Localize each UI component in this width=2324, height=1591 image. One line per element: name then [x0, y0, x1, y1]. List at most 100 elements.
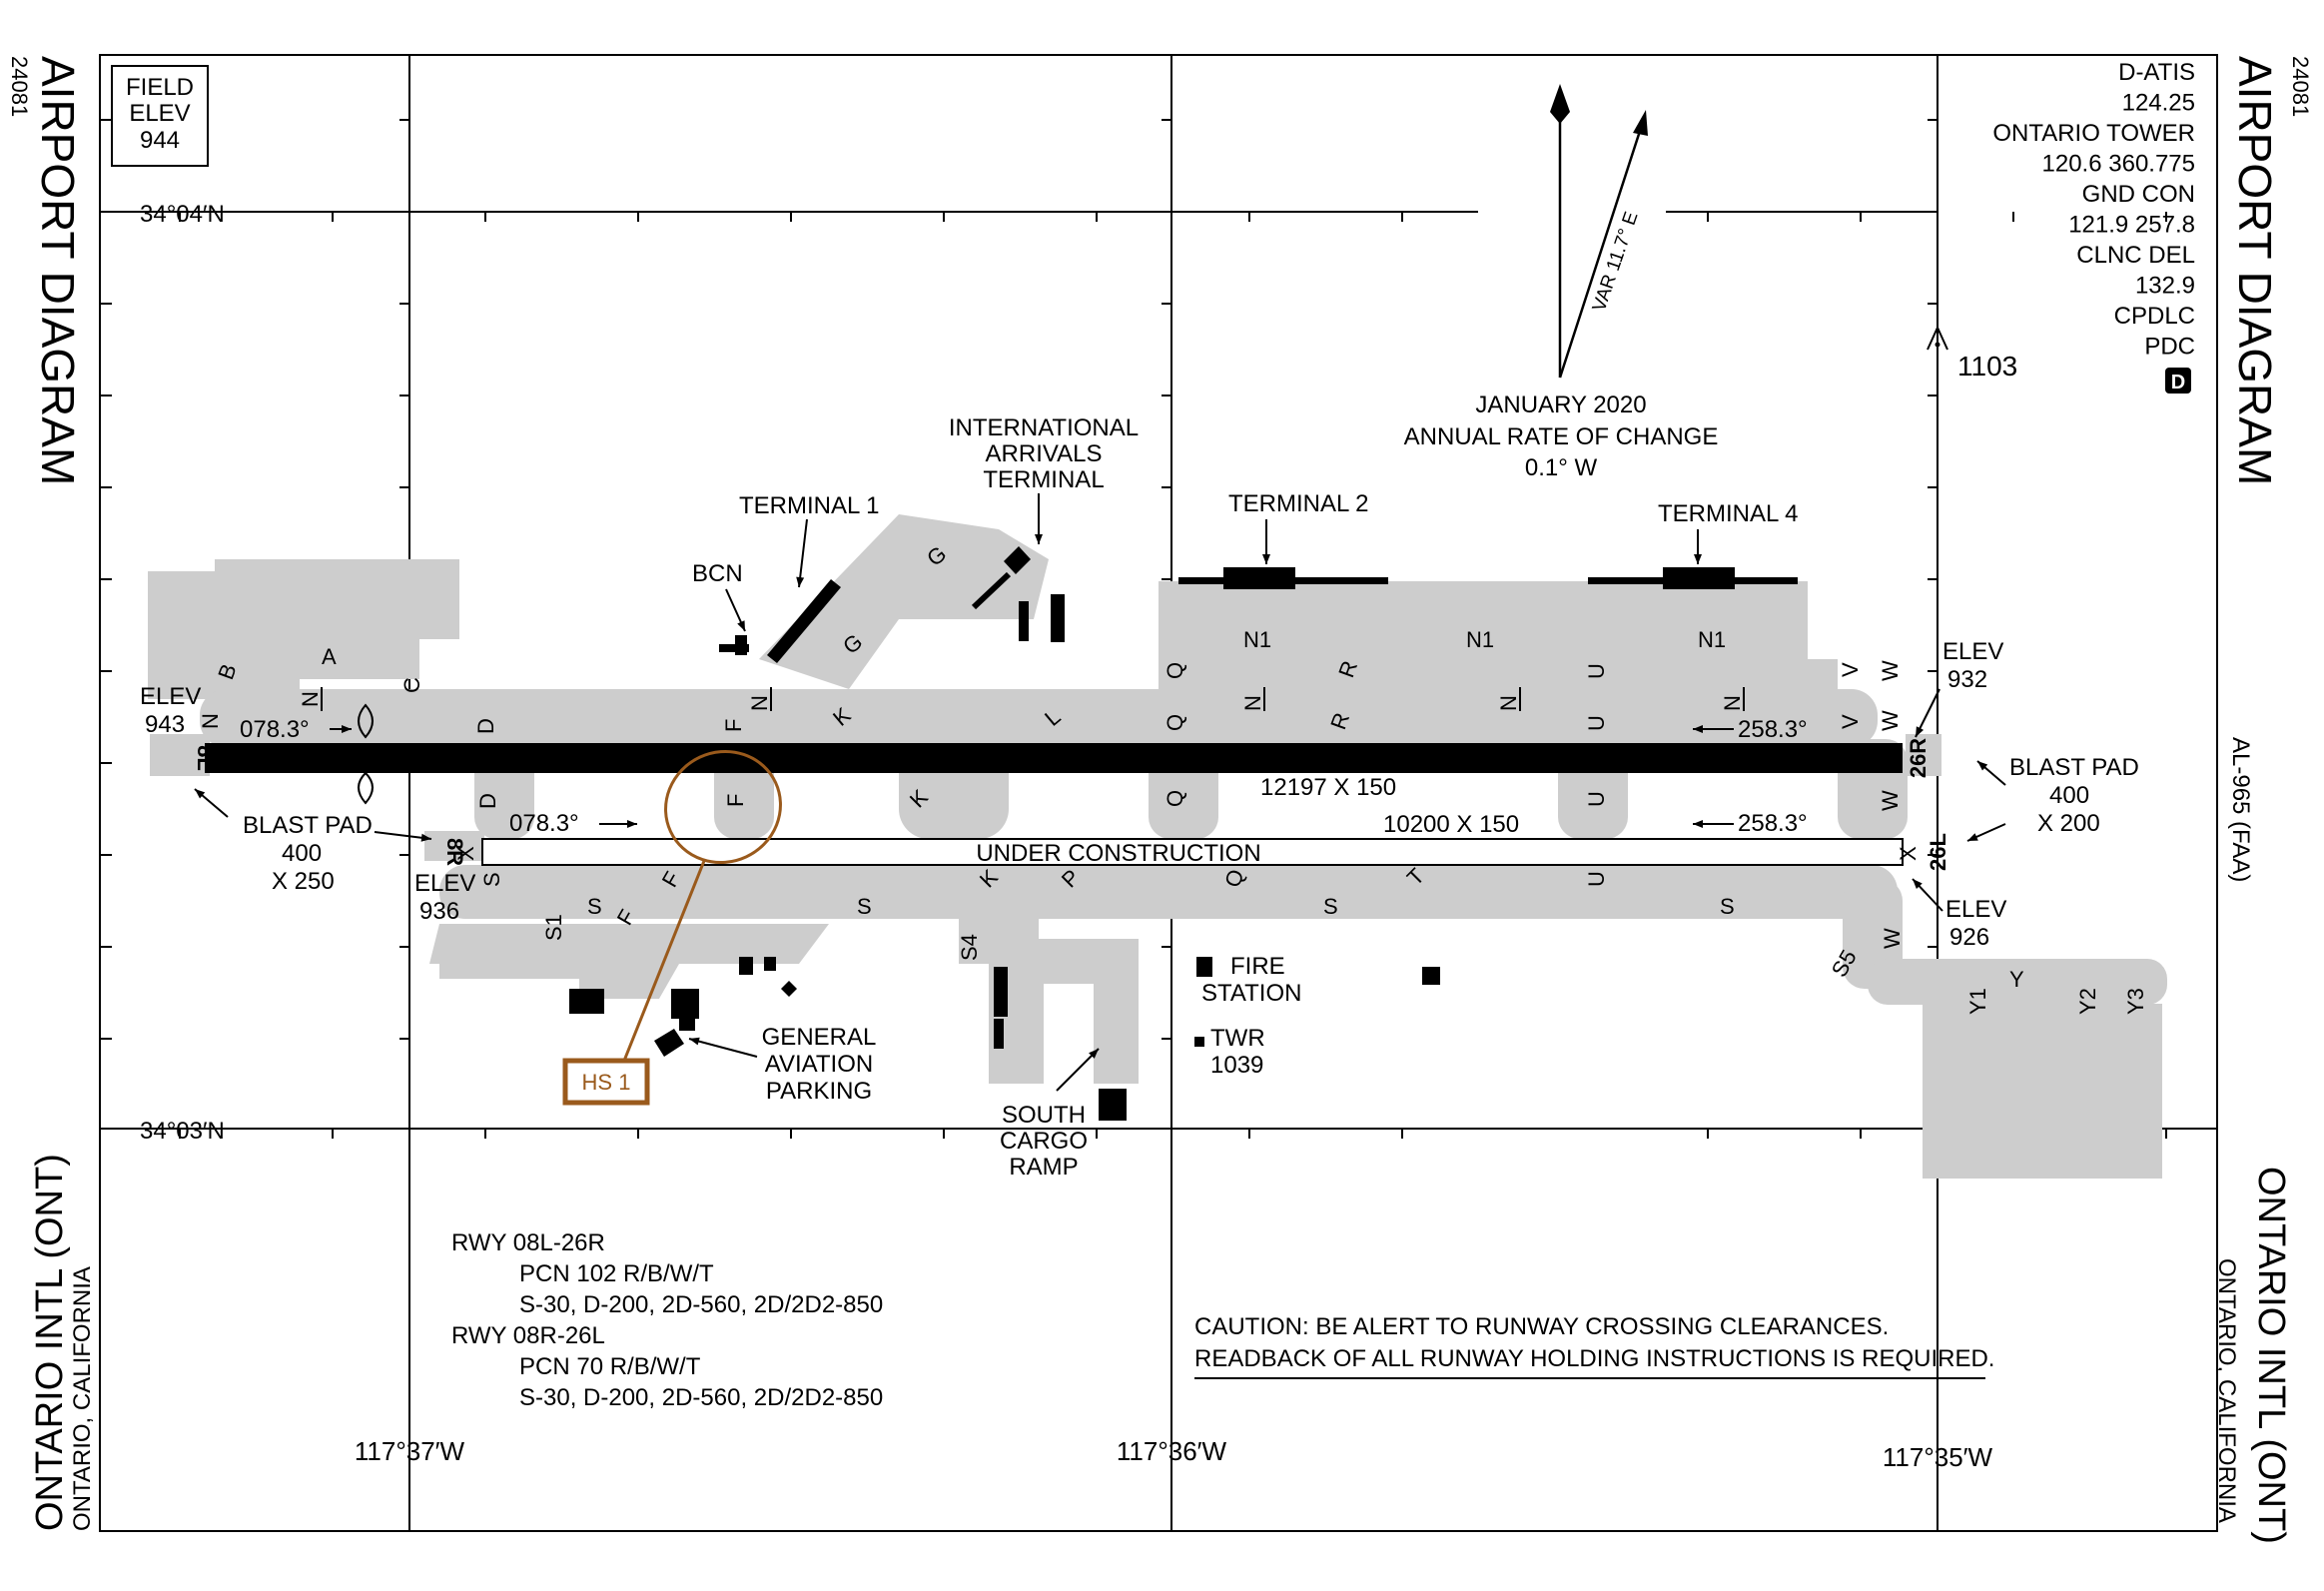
blast-pad-east-line3: X 200	[2037, 810, 2100, 837]
elev-arrows	[1912, 688, 1943, 912]
taxiway-s1: S1	[541, 914, 566, 941]
lon-mid-label: 117°36′W	[1117, 1436, 1227, 1466]
taxiway-n1-east: N1	[1698, 627, 1726, 652]
obstacle-icon	[1927, 327, 1948, 351]
terminal-1-label: TERMINAL 1	[739, 492, 879, 519]
ga-parking-line1: GENERAL	[762, 1024, 877, 1051]
hot-spot-label: HS 1	[582, 1070, 631, 1095]
intl-label-line2: ARRIVALS	[986, 440, 1103, 467]
tower-line2: 1039	[1210, 1052, 1263, 1079]
taxiway-s-3: S	[1323, 894, 1338, 919]
taxiway-d-south: D	[475, 793, 500, 809]
cargo-ramp-line2: CARGO	[1000, 1128, 1088, 1155]
obstacle-elevation: 1103	[1957, 351, 2017, 382]
elev-se-value: 926	[1949, 924, 1989, 951]
frequency-line: CPDLC	[2114, 303, 2195, 330]
hold-short-markers	[321, 687, 1745, 711]
blast-pad-west-line2: 400	[282, 840, 322, 867]
taxiway-x-east: X	[1896, 846, 1921, 861]
elev-sw-value: 936	[419, 898, 459, 925]
taxiway-n-u: N	[1720, 695, 1745, 711]
taxiway-a: A	[322, 644, 337, 669]
field-elev-value: 944	[140, 127, 180, 154]
cargo-ramp-line3: RAMP	[1009, 1154, 1078, 1181]
frequency-line: GND CON	[2082, 181, 2195, 208]
rwy2-weights: S-30, D-200, 2D-560, 2D/2D2-850	[519, 1384, 883, 1411]
taxiway-s-2: S	[857, 894, 872, 919]
heading-arrows	[330, 725, 1734, 828]
elev-se-label: ELEV	[1945, 896, 2006, 923]
runway-end-8r: 8R	[442, 838, 467, 866]
city-left: ONTARIO, CALIFORNIA	[69, 1266, 96, 1531]
frequency-line: PDC	[2144, 334, 2195, 361]
field-elevation-box: FIELD ELEV 944	[111, 65, 209, 167]
pavement	[148, 514, 2167, 1179]
taxiway-u-s: U	[1584, 871, 1609, 887]
ga-parking-line3: PARKING	[766, 1078, 872, 1105]
lon-east-label: 117°35′W	[1883, 1442, 1993, 1472]
blast-pad-east-line1: BLAST PAD	[2009, 754, 2139, 781]
amendment-right: AL-965 (FAA)	[2227, 737, 2254, 882]
epoch-line3: 0.1° W	[1525, 454, 1598, 481]
buildings	[569, 546, 1798, 1121]
runway-north-heading-west: 078.3°	[240, 716, 310, 743]
caution-line2: READBACK OF ALL RUNWAY HOLDING INSTRUCTI…	[1194, 1345, 1994, 1372]
elev-sw-label: ELEV	[414, 870, 475, 897]
taxiway-v-mid: V	[1838, 714, 1863, 729]
taxiway-q-mid: Q	[1162, 714, 1187, 731]
rwy1-name: RWY 08L-26R	[451, 1229, 605, 1256]
runway-end-26l: 26L	[1926, 833, 1950, 871]
frequency-badge-text: D	[2171, 372, 2185, 394]
hot-spot-hs1: HS 1	[562, 749, 782, 1106]
taxiway-w-south: W	[1878, 790, 1903, 811]
taxiway-w-north: W	[1878, 660, 1903, 681]
taxiway-y3: Y3	[2123, 988, 2148, 1015]
taxiway-c: C	[399, 677, 424, 693]
taxiway-u-north: U	[1584, 663, 1609, 679]
frequency-line: 121.9 257.8	[2068, 212, 2195, 239]
terminal-4-label: TERMINAL 4	[1658, 500, 1798, 527]
fire-station-line2: STATION	[1201, 980, 1301, 1007]
taxiway-n-q: N	[1240, 695, 1265, 711]
frequency-line: 132.9	[2135, 273, 2195, 300]
cargo-ramp-line1: SOUTH	[1002, 1102, 1086, 1129]
facility-arrows	[688, 493, 1702, 1092]
runway-end-8l: 8L	[193, 745, 218, 771]
runway-south-heading-east: 258.3°	[1738, 810, 1808, 837]
terminal-2-label: TERMINAL 2	[1228, 490, 1368, 517]
taxiway-y1: Y1	[1965, 988, 1990, 1015]
blast-pad-west-line3: X 250	[272, 868, 335, 895]
north-arrow: VAR 11.7° E	[1550, 84, 1648, 379]
taxiway-w-mid: W	[1878, 710, 1903, 731]
runway-north-heading-east: 258.3°	[1738, 716, 1808, 743]
taxiway-f-south: F	[723, 794, 748, 807]
taxiway-n1-west: N1	[1243, 627, 1271, 652]
blast-pad-arrows	[194, 760, 2006, 842]
taxiway-n1-mid: N1	[1466, 627, 1494, 652]
runway-north-dimensions: 12197 X 150	[1260, 774, 1396, 801]
runway-8r-26l	[481, 838, 1904, 866]
intl-label-line1: INTERNATIONAL	[949, 414, 1139, 441]
fire-station-line1: FIRE	[1230, 953, 1285, 980]
rwy1-pcn: PCN 102 R/B/W/T	[519, 1260, 714, 1287]
taxiway-y2: Y2	[2075, 988, 2100, 1015]
intl-label-line3: TERMINAL	[983, 466, 1104, 493]
frequency-line: 124.25	[2122, 90, 2195, 117]
elev-west-value: 943	[145, 711, 185, 738]
beacon-label: BCN	[692, 560, 743, 587]
lat-north-label: 34°04′N	[140, 201, 225, 228]
airport-name-left: ONTARIO INTL (ONT)	[29, 1154, 71, 1531]
runway-data-block: RWY 08L-26R PCN 102 R/B/W/T S-30, D-200,…	[451, 1229, 883, 1411]
elev-east-value: 932	[1947, 666, 1987, 693]
taxiway-s-west: S	[479, 872, 504, 887]
caution-line1: CAUTION: BE ALERT TO RUNWAY CROSSING CLE…	[1194, 1313, 1889, 1340]
blast-pad-east-line2: 400	[2049, 782, 2089, 809]
taxiway-v-north: V	[1838, 662, 1863, 677]
taxiway-n-end: N	[198, 713, 223, 729]
frequency-badge: D	[2165, 368, 2191, 394]
taxiway-n-f: N	[747, 695, 772, 711]
taxiway-u-south: U	[1584, 791, 1609, 807]
rwy2-name: RWY 08R-26L	[451, 1322, 605, 1349]
ga-parking-line2: AVIATION	[765, 1051, 873, 1078]
